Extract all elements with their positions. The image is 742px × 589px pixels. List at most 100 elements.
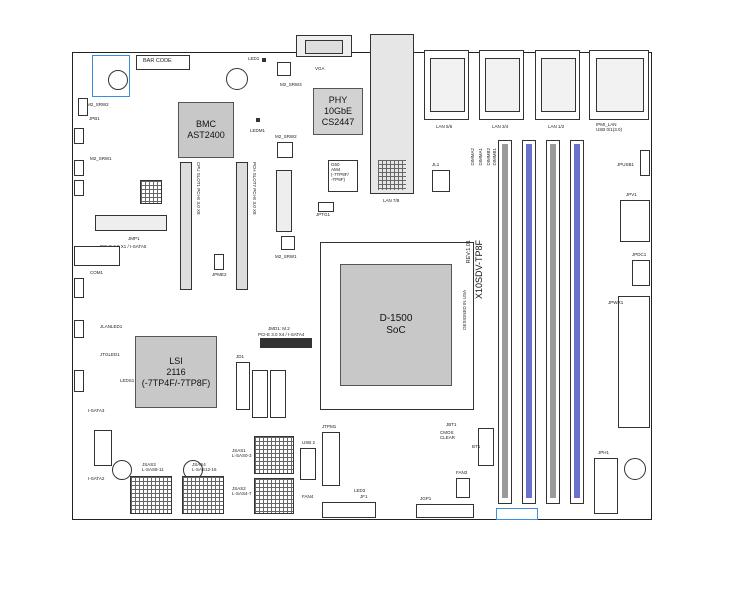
led3-label: LED3 (354, 488, 366, 493)
jl1-header (432, 170, 450, 192)
jpme2-label: JPME2 (212, 272, 227, 277)
jsas3-connector (130, 476, 172, 514)
lan56-label: LAN 5/6 (436, 124, 453, 129)
jf1-header (322, 502, 376, 518)
bar-code-box (136, 55, 190, 70)
tpm-component (140, 180, 162, 204)
dimm-label-a2: DIMMA2 (470, 148, 475, 166)
cpu-pcie-slot1 (180, 162, 192, 290)
cpu-slot2-label: PCH SLOT7 PCI-E 3.0 X8 (252, 162, 257, 215)
jsas3-label: JSAS3 L-SAS8-11 (142, 462, 164, 472)
jgp1-header (416, 504, 474, 518)
usb2-label: USB 2 (302, 440, 316, 445)
jpv1-connector (620, 200, 650, 242)
lsi-chip: LSI 2116 (-7TP4F/-7TP8F) (135, 336, 217, 408)
cpu-slot1-label: CPU SLOT1 PCI-E 3.0 X8 (196, 162, 201, 215)
lan78-label: LAN 7/8 (383, 198, 400, 203)
lan12-port-inner (541, 58, 576, 112)
mounting-hole-bottom-right (624, 458, 646, 480)
jmd1-label: JMD1: M.2 (268, 326, 290, 331)
jf1-label: JF1 (360, 494, 368, 499)
ipmi-lan-port-inner (596, 58, 644, 112)
bt1-battery (478, 428, 494, 466)
fan4-label: FAN4 (302, 494, 314, 499)
mounting-hole-bottom-left (112, 460, 132, 480)
isata2-label: I-SATA2 (88, 476, 105, 481)
jpusb1-header (640, 150, 650, 176)
bmc-chip: BMC AST2400 (178, 102, 234, 158)
leds1-label: LEDS1 (120, 378, 135, 383)
isata3-label: I-SATA3 (88, 408, 105, 413)
jsas4-label: JSAS4 L-SAS12-15 (192, 462, 217, 472)
jlanled1-label: JLANLED1 (100, 324, 123, 329)
jtpm1-header (322, 432, 340, 486)
jd1-label: JD1 (236, 354, 245, 359)
lan56-port-inner (430, 58, 465, 112)
g50-chip (328, 160, 358, 192)
sata-connector-1 (252, 370, 268, 418)
jmp1-label: JMP1 (128, 236, 140, 241)
left-header-6 (74, 370, 84, 392)
jd1-header (236, 362, 250, 410)
dimm-slot-a1 (522, 140, 536, 504)
jptg1-label: JPTG1 (316, 212, 331, 217)
bt1-label: BT1 (472, 444, 481, 449)
phy-chip: PHY 10GbE CS2447 (313, 88, 363, 135)
lan78-grid (378, 160, 406, 190)
jmd1-m2-slot (260, 338, 312, 348)
jpb1-header (78, 98, 88, 116)
m2-srw2-pad (277, 142, 293, 158)
left-header-2 (74, 160, 84, 176)
jgp1-label: JGP1 (420, 496, 432, 501)
jpdc1-label: JPDC1 (632, 252, 647, 257)
left-header-1 (74, 128, 84, 144)
m2-srw2-left-label: M2_SRW2 (87, 102, 109, 107)
vga-connector-body (305, 40, 343, 54)
left-header-5 (74, 320, 84, 338)
designed-label: DESIGNED IN USA (462, 290, 467, 330)
vga-label: VGA (315, 66, 325, 71)
jl1-label: JL1 (432, 162, 440, 167)
jsas2-connector (254, 478, 294, 514)
jsas2-label: JSAS2 L-SAS4-7 (232, 486, 252, 496)
jmp1-desc: PCI-E 2.0 X1 / I-SATA5 (100, 244, 147, 249)
m2-srw1-pad (281, 236, 295, 250)
dimm-slot-a2 (498, 140, 512, 504)
isata-header (94, 430, 112, 466)
jtgled1-label: JTGLED1 (100, 352, 120, 357)
sata-connector-2 (270, 370, 286, 418)
mounting-hole-top-left (108, 70, 128, 90)
dimm-slot-b2 (546, 140, 560, 504)
jsas1-connector (254, 436, 294, 474)
com1-header (74, 246, 120, 266)
ledm1 (256, 118, 260, 122)
model-label: X10SDV-TP8F (474, 240, 484, 300)
dimm-slot-b1 (570, 140, 584, 504)
jsas1-label: JSAS1 L-SAS0-3 (232, 448, 252, 458)
jtpm1-label: JTPM1 (322, 424, 337, 429)
dimm-label-a1: DIMMA1 (478, 148, 483, 166)
jsas4-connector (182, 476, 224, 514)
jpwr1-connector (618, 296, 650, 428)
dimm-label-b1: DIMMB1 (492, 148, 497, 166)
jph1-connector (594, 458, 618, 514)
fan3-header (456, 478, 470, 498)
usb2-header (300, 448, 316, 480)
top-left-jumpers (92, 55, 130, 97)
bar-code-label: BAR CODE (143, 58, 172, 64)
m2-srw3-label: M2_SRW3 (280, 82, 302, 87)
rev-label: REV:1.01 (466, 240, 472, 264)
left-header-3 (74, 180, 84, 196)
jpwr1-label: JPWR1 (608, 300, 624, 305)
dimm-label-b2: DIMMB2 (486, 148, 491, 166)
jmd1-desc: PCI-E 3.0 X4 / I-SATA4 (258, 332, 305, 337)
jpv1-label: JPV1 (626, 192, 637, 197)
led1-label: LED1 (248, 56, 260, 61)
jph1-label: JPH1 (598, 450, 610, 455)
m2-srw1-label: M2_SRW1 (275, 254, 297, 259)
fan3-label: FAN3 (456, 470, 468, 475)
led1 (262, 58, 266, 62)
jmp1-slot (95, 215, 167, 231)
soc-chip: D-1500 SoC (340, 264, 452, 386)
lan34-port-inner (485, 58, 520, 112)
